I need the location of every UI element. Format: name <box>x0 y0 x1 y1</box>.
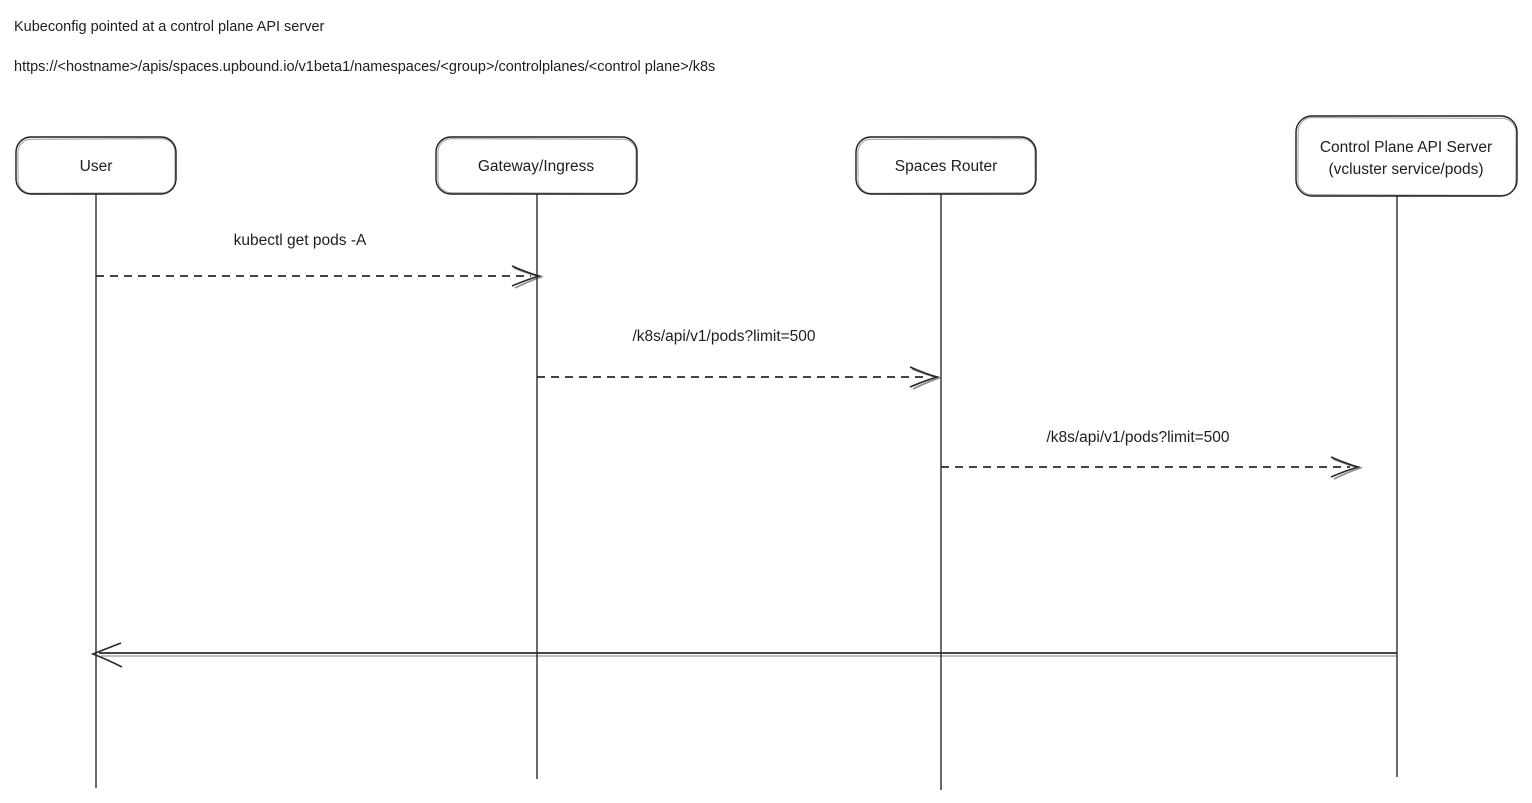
message-3-label: /k8s/api/v1/pods?limit=500 <box>1046 429 1229 446</box>
actor-spaces-router: Spaces Router <box>855 136 1037 195</box>
actor-user: User <box>15 136 177 195</box>
message-k8s-api-pods-1: /k8s/api/v1/pods?limit=500 <box>537 328 942 390</box>
message-2-label: /k8s/api/v1/pods?limit=500 <box>632 328 815 345</box>
actor-gateway-ingress-label: Gateway/Ingress <box>478 158 595 175</box>
message-return-response <box>90 642 1397 668</box>
actor-control-plane-api-server: Control Plane API Server (vcluster servi… <box>1295 115 1518 197</box>
actor-spaces-router-label: Spaces Router <box>895 158 998 175</box>
message-1-arrowhead-sketch <box>513 267 544 289</box>
message-2-arrowhead-sketch <box>911 368 942 390</box>
message-k8s-api-pods-2: /k8s/api/v1/pods?limit=500 <box>941 429 1363 480</box>
message-kubectl-get-pods: kubectl get pods -A <box>96 232 544 289</box>
actor-user-label: User <box>80 158 113 175</box>
actor-control-plane-api-server-label-line2: (vcluster service/pods) <box>1328 161 1483 178</box>
diagram-kubeconfig-url: https://<hostname>/apis/spaces.upbound.i… <box>14 59 715 75</box>
message-4-arrowhead <box>90 642 123 668</box>
diagram-title: Kubeconfig pointed at a control plane AP… <box>14 19 325 35</box>
message-1-label: kubectl get pods -A <box>234 232 367 249</box>
message-3-arrowhead-sketch <box>1332 458 1363 480</box>
actor-control-plane-api-server-label-line1: Control Plane API Server <box>1320 139 1492 156</box>
actor-gateway-ingress: Gateway/Ingress <box>435 136 638 195</box>
